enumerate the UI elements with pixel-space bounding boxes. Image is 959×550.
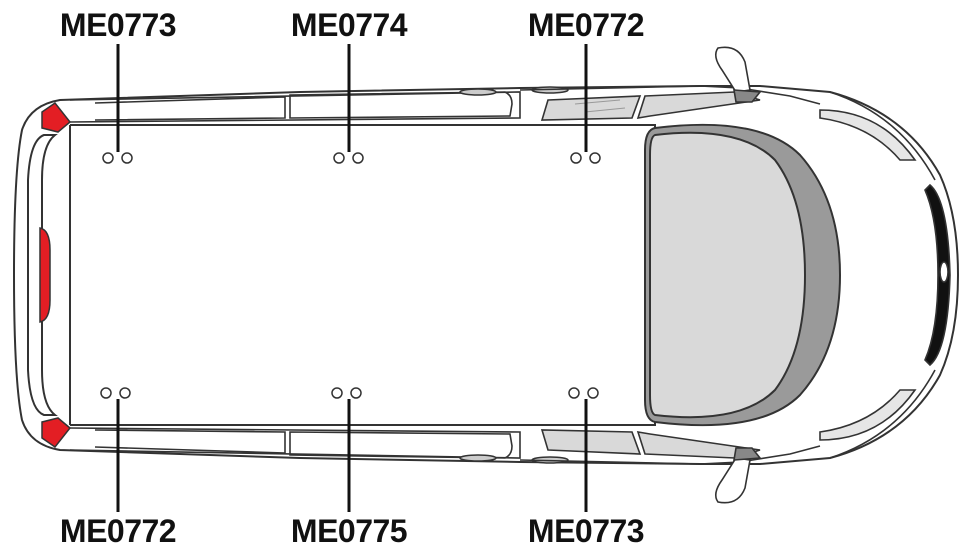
front-grille — [924, 183, 951, 367]
mount-hole — [102, 152, 114, 164]
part-code-label-bottom-left: ME0772 — [60, 513, 176, 549]
part-code-label-top-right: ME0772 — [528, 7, 644, 43]
rear-light-bottom — [41, 417, 72, 449]
rear-lights — [39, 101, 72, 449]
part-code-label-top-left: ME0773 — [60, 7, 176, 43]
leader-lines — [116, 44, 588, 512]
rear-door — [27, 134, 58, 416]
part-code-label-bottom-right: ME0773 — [528, 513, 644, 549]
mount-hole — [121, 152, 133, 164]
mount-hole — [570, 152, 582, 164]
mirror-top — [714, 46, 762, 103]
mount-hole — [350, 387, 362, 399]
rear-light-top — [41, 101, 72, 133]
rear-light-centre — [39, 227, 51, 323]
top-side-rails — [69, 85, 821, 123]
bonnet — [819, 91, 936, 459]
mount-hole — [589, 152, 601, 164]
mount-hole — [333, 152, 345, 164]
mount-hole — [352, 152, 364, 164]
mount-hole — [100, 387, 112, 399]
mount-hole — [331, 387, 343, 399]
mirror-bottom — [714, 447, 762, 504]
mount-hole — [568, 387, 580, 399]
part-code-label-bottom-centre: ME0775 — [291, 513, 407, 549]
windscreen — [644, 123, 842, 427]
side-windows-top — [540, 91, 761, 121]
side-windows-bottom — [540, 429, 761, 459]
mount-hole — [119, 387, 131, 399]
mount-hole — [587, 387, 599, 399]
mounting-points — [100, 152, 601, 399]
part-code-label-top-centre: ME0774 — [291, 7, 408, 43]
